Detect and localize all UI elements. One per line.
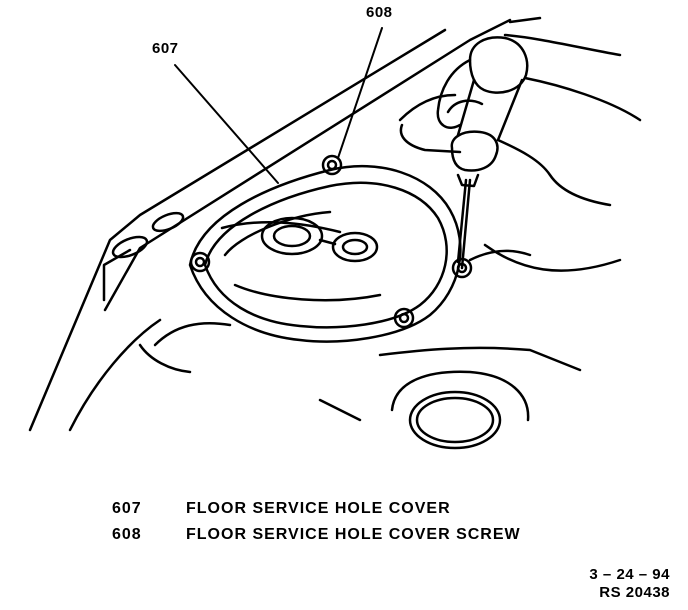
screwdriver-icon [450, 36, 529, 270]
stamp-code: RS 20438 [599, 584, 670, 601]
cover-bosses [260, 216, 379, 263]
stamp-date: 3 – 24 – 94 [589, 566, 670, 583]
legend-row: 607 FLOOR SERVICE HOLE COVER [112, 496, 521, 522]
leader-lines [174, 27, 383, 184]
figure-stamp: 3 – 24 – 94 RS 20438 [589, 566, 670, 602]
floor-panel [28, 18, 622, 432]
legend-text: FLOOR SERVICE HOLE COVER [186, 500, 451, 517]
legend-text: FLOOR SERVICE HOLE COVER SCREW [186, 526, 521, 543]
legend-row: 608 FLOOR SERVICE HOLE COVER SCREW [112, 522, 521, 548]
service-hole-cover [188, 164, 462, 343]
callout-608: 608 [366, 4, 393, 21]
round-opening [390, 370, 530, 450]
legend-number: 607 [112, 500, 142, 517]
cover-screws [189, 154, 473, 329]
legend: 607 FLOOR SERVICE HOLE COVER 608 FLOOR S… [112, 496, 521, 548]
legend-number: 608 [112, 526, 142, 543]
callout-607: 607 [152, 40, 179, 57]
panel-holes [111, 211, 185, 259]
hand-outline [436, 16, 642, 207]
